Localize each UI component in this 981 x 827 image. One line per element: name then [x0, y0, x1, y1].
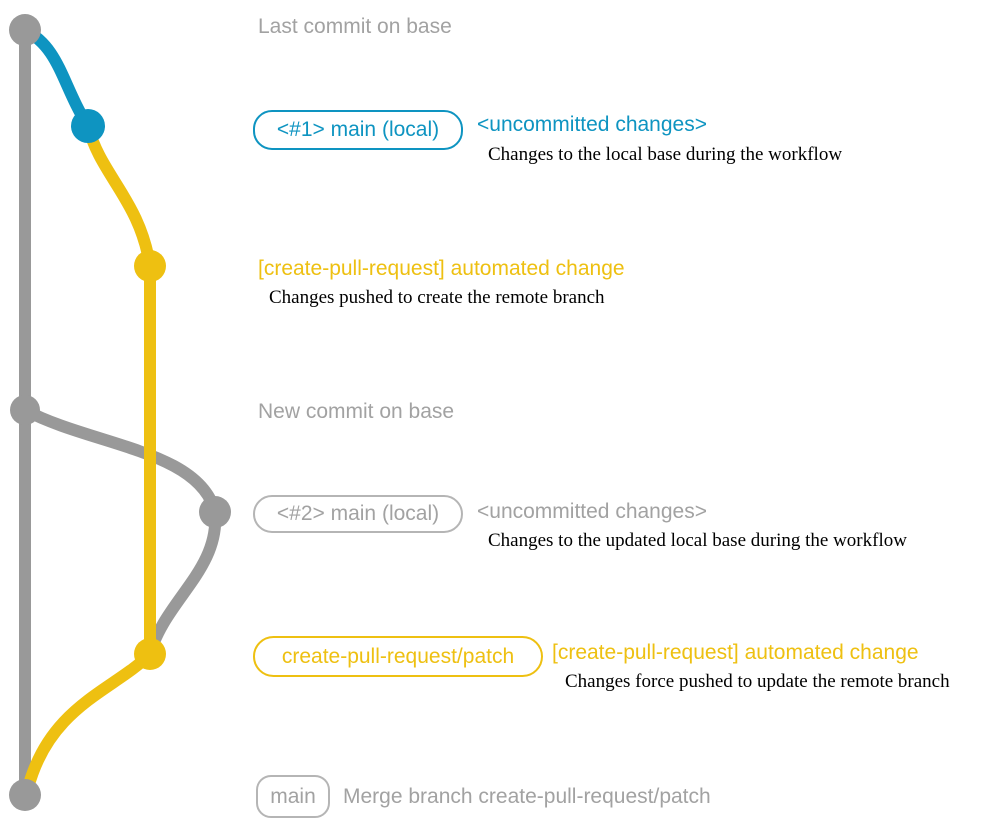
- commit-dot-local-main-2: [199, 496, 231, 528]
- automated-change-2-description: Changes force pushed to update the remot…: [565, 671, 950, 692]
- local-main-2-to-patch-line: [144, 511, 222, 656]
- uncommitted-changes-1-description: Changes to the local base during the wor…: [488, 144, 843, 165]
- commit-dot-local-main-1: [71, 109, 105, 143]
- commit-dot-merge: [9, 779, 41, 811]
- automated-change-2-title: [create-pull-request] automated change: [552, 641, 919, 664]
- commit-dot-patch-1: [134, 250, 166, 282]
- badge-create-pull-request-patch: create-pull-request/patch: [253, 636, 543, 677]
- uncommitted-changes-2-title: <uncommitted changes>: [477, 500, 707, 523]
- base-to-local-main-1-line: [21, 24, 94, 130]
- base-to-local-main-2-line: [22, 404, 221, 514]
- badge-main-local-2-text: <#2> main (local): [276, 502, 440, 525]
- badge-main-local-1-text: <#1> main (local): [276, 118, 440, 141]
- local-main-1-to-patch-line: [82, 124, 156, 267]
- badge-create-pull-request-patch-text: create-pull-request/patch: [281, 644, 515, 668]
- commit-dot-new-base: [10, 395, 40, 425]
- last-commit-on-base-label: Last commit on base: [258, 15, 452, 38]
- merge-branch-title: Merge branch create-pull-request/patch: [343, 785, 711, 808]
- automated-change-1-description: Changes pushed to create the remote bran…: [269, 287, 605, 308]
- patch-merge-line: [22, 649, 155, 790]
- uncommitted-changes-2-description: Changes to the updated local base during…: [488, 530, 907, 551]
- uncommitted-changes-1-title: <uncommitted changes>: [477, 113, 707, 136]
- badge-main-text: main: [270, 784, 316, 808]
- badge-main-local-1: <#1> main (local): [253, 110, 463, 150]
- badge-main: main: [256, 775, 330, 818]
- new-commit-on-base-label: New commit on base: [258, 400, 455, 423]
- commit-dot-patch-2: [134, 638, 166, 670]
- badge-main-local-2: <#2> main (local): [253, 495, 463, 533]
- commit-dot-last-base: [9, 14, 41, 46]
- automated-change-1-title: [create-pull-request] automated change: [258, 257, 625, 280]
